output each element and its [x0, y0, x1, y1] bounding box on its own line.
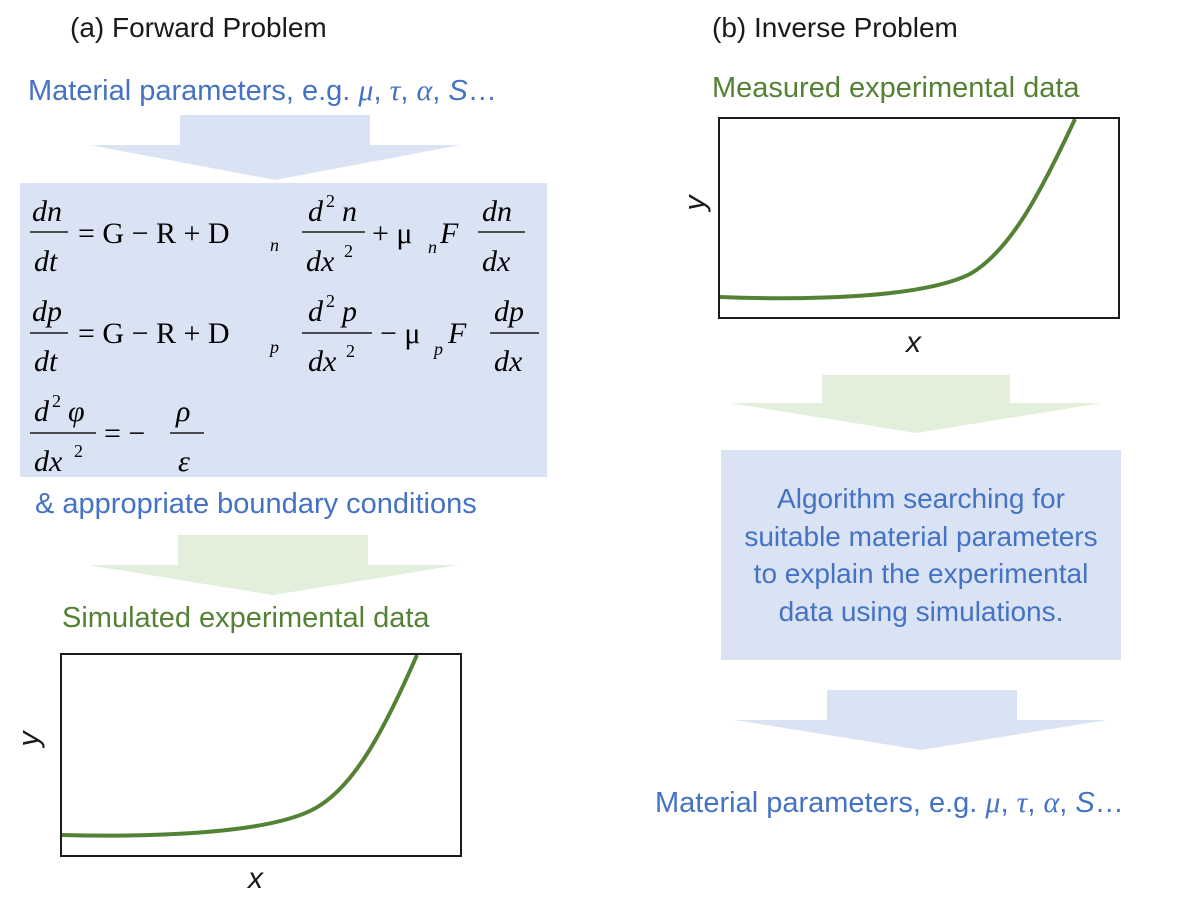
forward-title: (a) Forward Problem: [70, 12, 327, 43]
svg-text:d: d: [34, 395, 50, 428]
measured-x-axis-label: x: [906, 326, 921, 359]
simulated-data-plot: [60, 653, 462, 857]
svg-text:ε: ε: [178, 445, 190, 477]
equation-box: dn dt = G − R + D n d 2 n dx 2 + μ n F d…: [20, 183, 547, 478]
ellipsis: …: [1094, 787, 1124, 819]
svg-text:dx: dx: [34, 445, 63, 477]
svg-text:− μ: − μ: [380, 317, 421, 350]
svg-text:dn: dn: [482, 195, 512, 228]
simulated-y-axis-label: y: [12, 731, 46, 747]
svg-text:φ: φ: [68, 395, 85, 428]
simulated-data-label: Simulated experimental data: [62, 602, 430, 634]
comma: ,: [432, 75, 449, 107]
equation-hole-continuity: dp dt = G − R + D p d 2 p dx 2 − μ p F d…: [30, 291, 539, 378]
svg-text:dt: dt: [34, 345, 58, 378]
forward-material-parameters: Material parameters, e.g. μ, τ, α, S…: [28, 74, 497, 108]
measured-data-label: Measured experimental data: [712, 72, 1080, 104]
comma: ,: [1059, 787, 1076, 819]
svg-text:F: F: [447, 317, 467, 350]
svg-text:p: p: [340, 295, 357, 328]
boundary-conditions-label: & appropriate boundary conditions: [35, 488, 477, 520]
params-prefix: Material parameters, e.g.: [28, 75, 359, 107]
algorithm-text: Algorithm searching for suitable materia…: [744, 483, 1098, 627]
svg-text:= G − R + D: = G − R + D: [78, 217, 230, 250]
svg-text:n: n: [270, 235, 279, 255]
inverse-title: (b) Inverse Problem: [712, 12, 958, 43]
measured-curve: [719, 118, 1077, 301]
down-arrow-blue: [735, 690, 1107, 750]
down-arrow-green: [730, 375, 1102, 433]
svg-text:n: n: [428, 237, 437, 257]
svg-text:d: d: [308, 295, 324, 328]
param-S: S: [448, 75, 468, 107]
svg-text:= −: = −: [104, 417, 145, 450]
comma: ,: [1027, 787, 1044, 819]
down-arrow-green: [88, 535, 458, 595]
down-arrow-blue: [90, 115, 460, 180]
svg-text:p: p: [268, 337, 279, 357]
simulated-x-axis-label: x: [248, 862, 263, 895]
measured-y-axis-label: y: [678, 195, 712, 211]
comma: ,: [373, 75, 390, 107]
ellipsis: …: [467, 75, 497, 107]
simulated-curve: [61, 654, 419, 838]
comma: ,: [400, 75, 417, 107]
comma: ,: [1000, 787, 1017, 819]
svg-text:dx: dx: [308, 345, 337, 378]
equation-electron-continuity: dn dt = G − R + D n d 2 n dx 2 + μ n F d…: [30, 191, 525, 278]
svg-text:F: F: [439, 217, 459, 250]
param-mu: μ: [985, 786, 1001, 819]
param-tau: τ: [1016, 786, 1028, 819]
param-alpha: α: [1043, 786, 1060, 819]
param-mu: μ: [358, 74, 374, 107]
svg-text:dx: dx: [306, 245, 335, 278]
svg-text:+ μ: + μ: [372, 217, 413, 250]
svg-text:dp: dp: [32, 295, 62, 328]
svg-text:dx: dx: [494, 345, 523, 378]
params-prefix: Material parameters, e.g.: [655, 787, 986, 819]
svg-text:= G − R + D: = G − R + D: [78, 317, 230, 350]
equation-poisson: d 2 φ dx 2 = − ρ ε: [30, 391, 204, 478]
svg-text:2: 2: [52, 391, 61, 411]
svg-text:dt: dt: [34, 245, 58, 278]
svg-text:2: 2: [74, 441, 83, 461]
pde-equations: dn dt = G − R + D n d 2 n dx 2 + μ n F d…: [30, 191, 539, 478]
svg-text:2: 2: [344, 241, 353, 261]
svg-text:dp: dp: [494, 295, 524, 328]
inverse-material-parameters: Material parameters, e.g. μ, τ, α, S…: [655, 786, 1124, 820]
svg-text:p: p: [432, 339, 443, 359]
param-tau: τ: [389, 74, 401, 107]
svg-text:2: 2: [346, 341, 355, 361]
svg-text:n: n: [342, 195, 357, 228]
svg-text:2: 2: [326, 291, 335, 311]
param-alpha: α: [416, 74, 433, 107]
measured-data-plot: [718, 117, 1120, 319]
svg-text:dn: dn: [32, 195, 62, 228]
param-S: S: [1075, 787, 1095, 819]
svg-text:d: d: [308, 195, 324, 228]
svg-text:ρ: ρ: [175, 395, 190, 428]
svg-text:dx: dx: [482, 245, 511, 278]
algorithm-box: Algorithm searching for suitable materia…: [721, 450, 1121, 660]
svg-text:2: 2: [326, 191, 335, 211]
